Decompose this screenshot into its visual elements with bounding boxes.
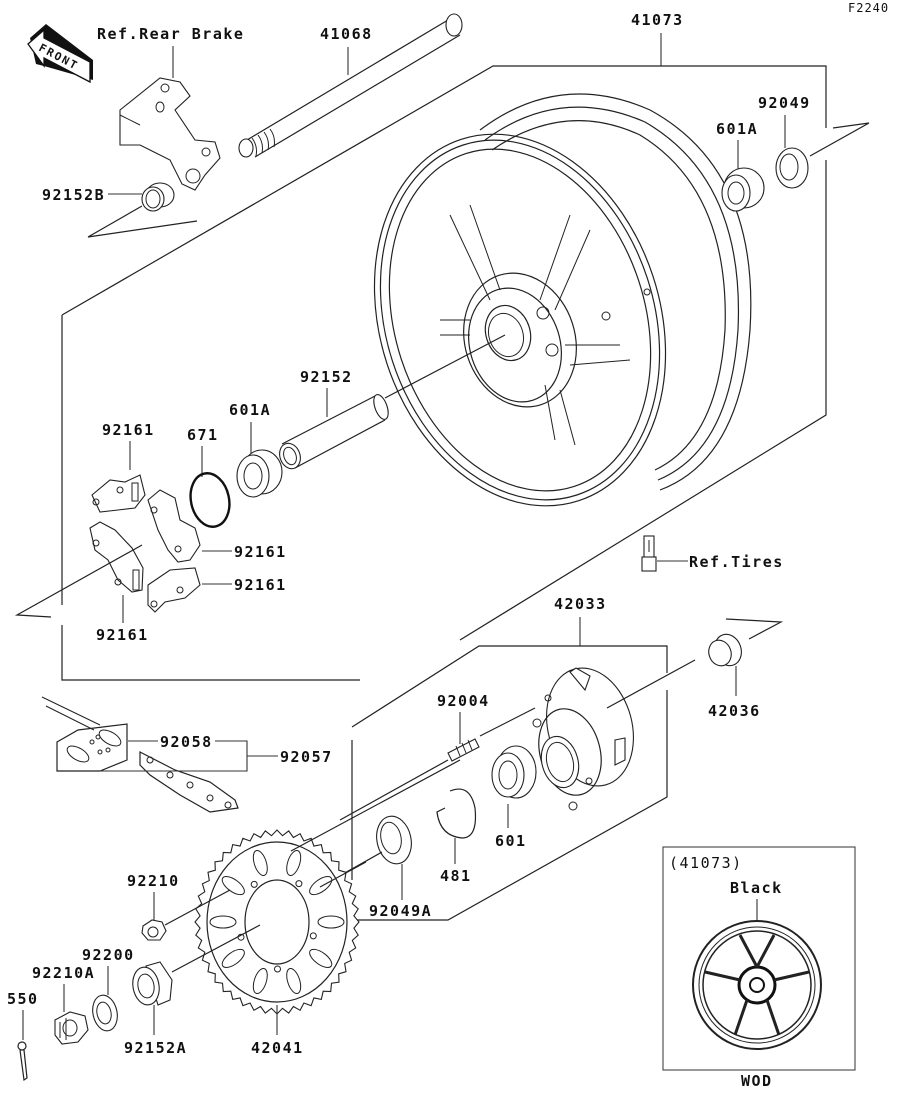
part-601-bearing <box>491 745 537 799</box>
callout-41073[interactable]: 41073 <box>631 11 684 29</box>
part-92057-chain <box>41 696 239 813</box>
part-601A-bearing-left <box>236 449 283 498</box>
part-41073-wheel <box>373 93 752 507</box>
sprocket-cutout <box>252 967 268 995</box>
callout-92152A[interactable]: 92152A <box>124 1039 187 1057</box>
part-41068-axle <box>238 13 463 158</box>
part-92161-damper-mid-right <box>147 489 201 563</box>
sprocket-cutout <box>286 967 302 995</box>
callout-92200[interactable]: 92200 <box>82 946 135 964</box>
callout-41068[interactable]: 41068 <box>320 25 373 43</box>
sprocket-cutout <box>286 849 302 877</box>
callout-92004[interactable]: 92004 <box>437 692 490 710</box>
callout-601A-mid[interactable]: 601A <box>229 401 271 419</box>
part-671-o-ring <box>189 472 231 528</box>
sprocket-bolt-hole <box>274 965 281 973</box>
sprocket-cutout <box>317 915 345 929</box>
inset-color-label: Black <box>730 879 783 897</box>
callout-92161-mid[interactable]: 92161 <box>234 543 287 561</box>
part-92004-stud <box>447 738 480 762</box>
callout-601[interactable]: 601 <box>495 832 527 850</box>
sprocket-bolt-hole <box>250 880 258 888</box>
part-550-cotter-pin <box>17 1041 28 1082</box>
part-42033-coupling <box>532 667 634 811</box>
sprocket-ring <box>206 841 348 1003</box>
part-92049-seal-right <box>775 147 809 189</box>
callout-92161-bottom[interactable]: 92161 <box>96 626 149 644</box>
part-92161-damper-bottom <box>147 567 201 613</box>
callout-92210[interactable]: 92210 <box>127 872 180 890</box>
tire-valve-icon <box>641 535 657 572</box>
sprocket-bolt-hole <box>309 932 317 940</box>
part-42041-sprocket <box>194 829 360 1015</box>
sprocket-cutout <box>309 948 333 968</box>
figure-code: F2240 <box>848 1 889 15</box>
inset-color-code: WOD <box>741 1072 773 1090</box>
ref-tires-label[interactable]: Ref.Tires <box>689 553 784 571</box>
part-601A-bearing-right <box>721 167 765 212</box>
sprocket-bolt-hole <box>295 880 303 888</box>
part-92161-damper-mid-left <box>89 521 144 593</box>
part-92200-washer <box>92 994 118 1032</box>
callout-601A-top[interactable]: 601A <box>716 120 758 138</box>
callout-92161-low[interactable]: 92161 <box>234 576 287 594</box>
brake-caliper-bracket <box>119 77 221 191</box>
front-arrow-icon: FRONT <box>27 24 93 84</box>
callout-92049A[interactable]: 92049A <box>369 902 432 920</box>
callout-92152B[interactable]: 92152B <box>42 186 105 204</box>
inset-wheel-black <box>692 920 822 1050</box>
color-variant-inset: (41073) Black WOD <box>662 846 856 1090</box>
ref-rear-brake-label[interactable]: Ref.Rear Brake <box>97 25 244 43</box>
callout-92152[interactable]: 92152 <box>300 368 353 386</box>
part-92152A-collar <box>132 961 173 1006</box>
inset-part-ref: (41073) <box>669 854 743 872</box>
sprocket-teeth <box>194 829 360 1015</box>
part-92210A-castle-nut <box>54 1011 89 1045</box>
part-481-circlip <box>436 788 477 839</box>
part-92152-spacer <box>279 394 389 470</box>
callout-92057[interactable]: 92057 <box>280 748 333 766</box>
callout-42033[interactable]: 42033 <box>554 595 607 613</box>
callout-92058[interactable]: 92058 <box>160 733 213 751</box>
part-92152B-collar <box>141 182 175 212</box>
callout-42041[interactable]: 42041 <box>251 1039 304 1057</box>
callout-92161-top[interactable]: 92161 <box>102 421 155 439</box>
callout-92049[interactable]: 92049 <box>758 94 811 112</box>
callout-671[interactable]: 671 <box>187 426 219 444</box>
sprocket-cutout <box>221 948 245 968</box>
callout-481[interactable]: 481 <box>440 867 472 885</box>
part-92210-nut <box>141 919 167 941</box>
sprocket-cutout <box>252 849 268 877</box>
callout-92210A[interactable]: 92210A <box>32 964 95 982</box>
sprocket-cutout <box>209 915 237 929</box>
part-42036-cap <box>708 633 742 667</box>
callout-42036[interactable]: 42036 <box>708 702 761 720</box>
part-92161-damper-top <box>91 474 146 513</box>
sprocket-ring <box>244 879 310 965</box>
callout-550[interactable]: 550 <box>7 990 39 1008</box>
part-92049A-seal <box>376 815 412 865</box>
sprocket-cutout <box>309 876 333 896</box>
